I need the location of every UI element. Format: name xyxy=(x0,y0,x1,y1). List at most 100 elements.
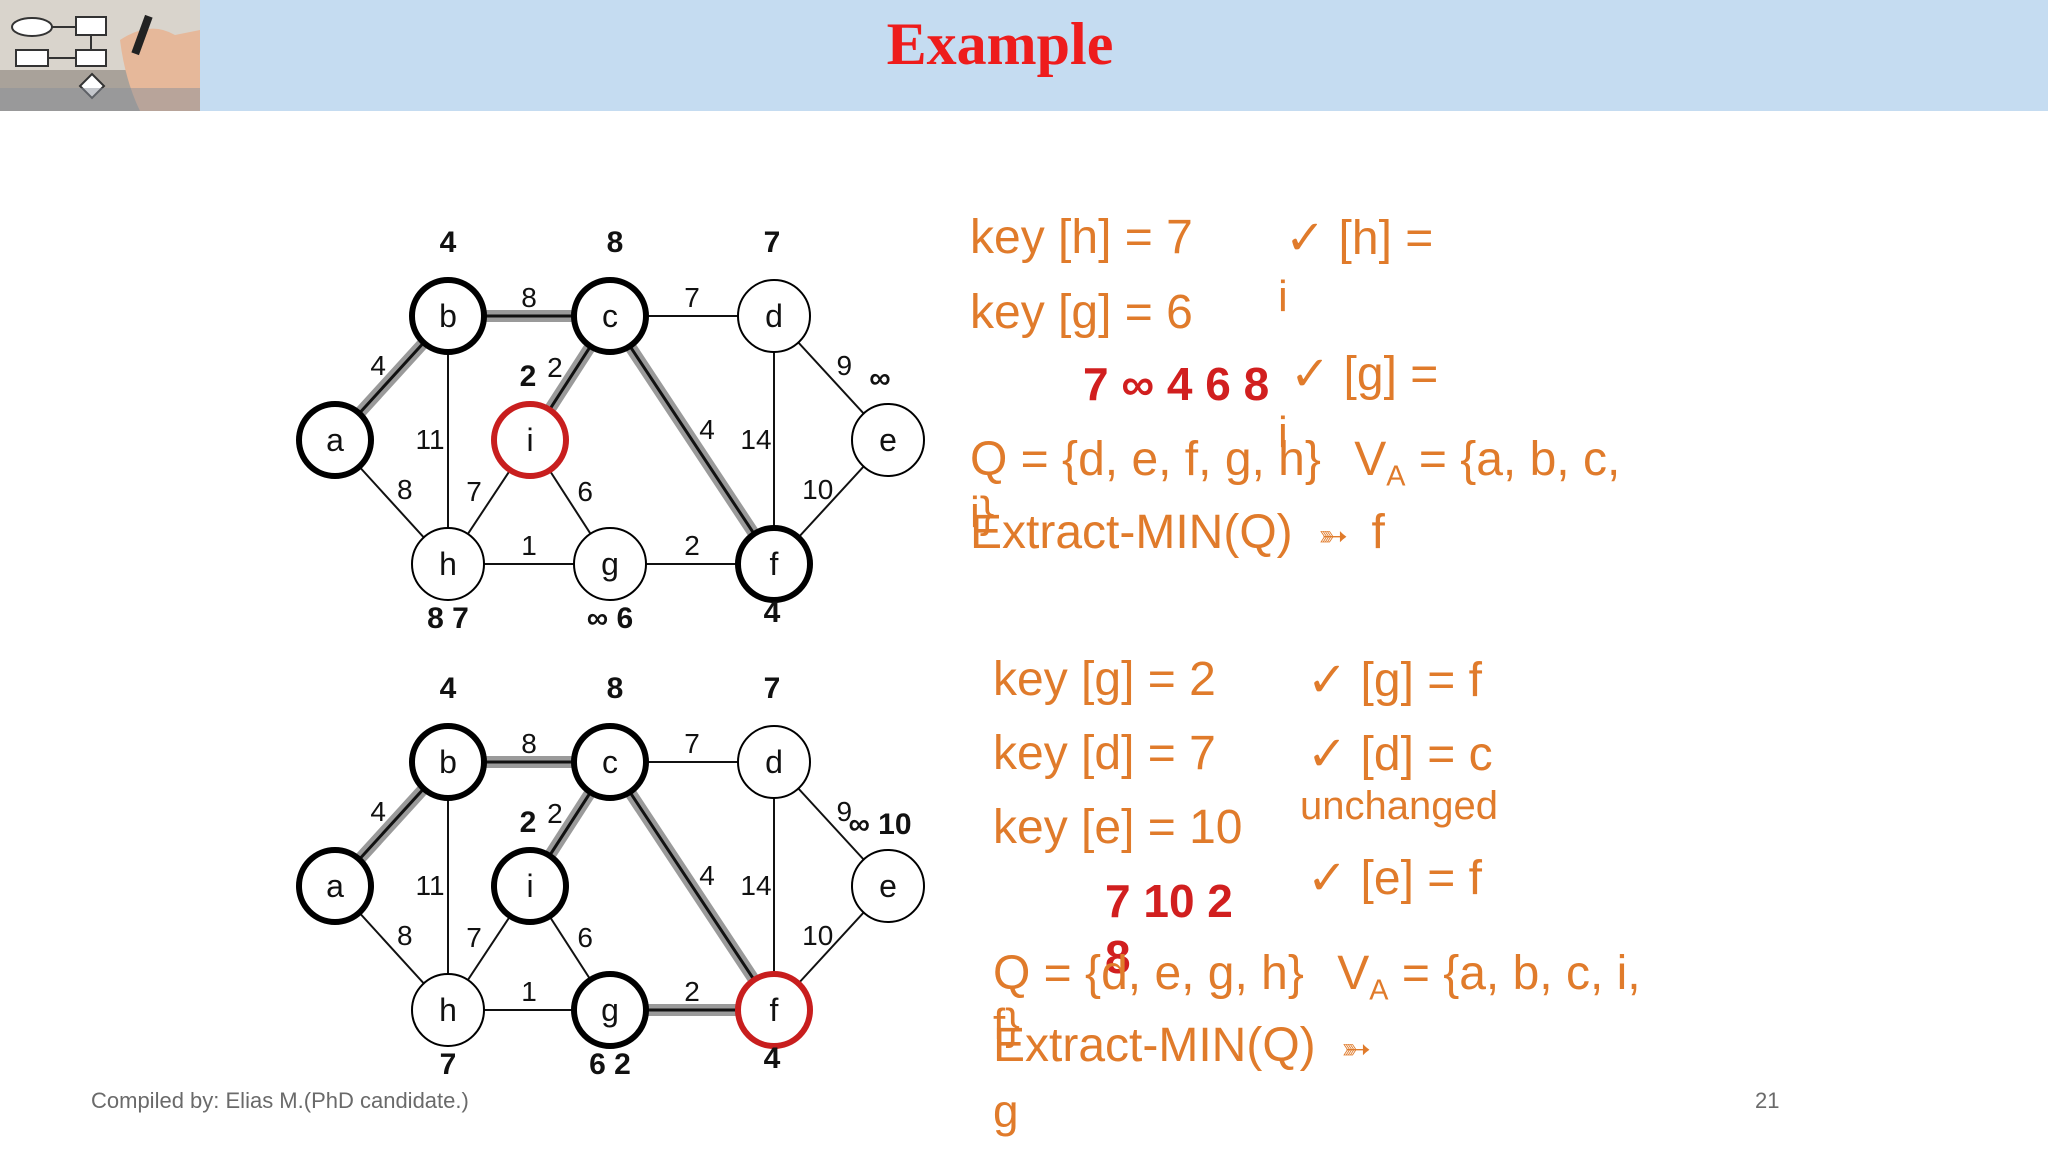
node-d: d7 xyxy=(738,672,810,798)
node-key: ∞ 10 xyxy=(848,808,911,841)
node-key: 8 xyxy=(607,672,624,705)
node-key: ∞ 6 xyxy=(587,602,633,635)
edge-weight: 8 xyxy=(521,282,537,313)
node-c: c8 xyxy=(574,226,646,352)
edge-weight: 4 xyxy=(699,414,715,445)
node-label: g xyxy=(601,992,619,1028)
step2-key-g: key [g] = 2 xyxy=(993,652,1216,707)
node-b: b4 xyxy=(412,226,484,352)
edge-weight: 7 xyxy=(684,728,700,759)
step2-extract-result: g xyxy=(993,1084,1019,1138)
edge-weight: 4 xyxy=(370,796,386,827)
node-g: g 6 2 xyxy=(574,974,646,1081)
step1-extract-label: Extract-MIN(Q) xyxy=(970,506,1293,559)
edge-weight: 2 xyxy=(684,530,700,561)
node-key: 2 xyxy=(520,806,537,839)
node-f: f4 xyxy=(738,528,810,629)
node-label: h xyxy=(439,546,457,582)
node-key: 8 7 xyxy=(427,602,469,635)
edge-weight: 7 xyxy=(684,282,700,313)
node-key: 4 xyxy=(764,596,781,629)
edge-weight: 10 xyxy=(802,474,833,505)
node-label: e xyxy=(879,422,897,458)
nodes-layer: ab4c8d7e∞i2h8 7g∞ 6f4 xyxy=(299,226,924,635)
node-label: c xyxy=(602,298,618,334)
edge-weight: 10 xyxy=(802,920,833,951)
edge-weight: 14 xyxy=(740,870,771,901)
step2-queue-text: Q = {d, e, g, h} xyxy=(993,947,1304,1000)
slide-title: Example xyxy=(0,10,2000,79)
node-key: ∞ xyxy=(869,362,890,395)
slide-header: Example xyxy=(0,0,2048,111)
node-label: a xyxy=(326,868,344,904)
node-label: f xyxy=(770,992,779,1028)
edge-weight: 1 xyxy=(521,530,537,561)
node-d: d7 xyxy=(738,226,810,352)
node-h: h7 xyxy=(412,974,484,1081)
edge-weight: 11 xyxy=(415,424,444,455)
edge-weight: 6 xyxy=(577,476,593,507)
node-key: 4 xyxy=(440,226,457,259)
step2-va-set: = {a, b, c, i, xyxy=(1388,947,1640,1000)
footer-credit: Compiled by: Elias M.(PhD candidate.) xyxy=(91,1088,469,1114)
edge-weight: 14 xyxy=(740,424,771,455)
edge-weight: 2 xyxy=(547,798,563,829)
step1-key-values: 7 ∞ 4 6 8 xyxy=(1083,357,1269,411)
step1-parent-h: ✓ [h] = xyxy=(1285,210,1433,266)
node-label: a xyxy=(326,422,344,458)
node-g: g ∞ 6 xyxy=(574,528,646,635)
step1-extract-result: f xyxy=(1372,506,1385,559)
node-label: f xyxy=(770,546,779,582)
edge-weight: 11 xyxy=(415,870,444,901)
step2-extract-label: Extract-MIN(Q) xyxy=(993,1019,1316,1072)
edge-weight: 2 xyxy=(684,976,700,1007)
step2-va-label: V xyxy=(1337,947,1369,1000)
step1-queue-text: Q = {d, e, f, g, h} xyxy=(970,433,1321,486)
node-label: d xyxy=(765,298,783,334)
node-label: g xyxy=(601,546,619,582)
node-f: f4 xyxy=(738,974,810,1075)
step2-key-d: key [d] = 7 xyxy=(993,726,1216,781)
slide-number: 21 xyxy=(1755,1088,1779,1114)
edge-weight: 8 xyxy=(521,728,537,759)
step1-extract: Extract-MIN(Q) ➳ f xyxy=(970,505,1385,560)
step1-va-label: V xyxy=(1354,433,1386,486)
node-label: b xyxy=(439,744,457,780)
node-e: e∞ xyxy=(852,362,924,476)
edge-weight: 4 xyxy=(370,350,386,381)
step1-va-sub: A xyxy=(1386,461,1405,493)
node-label: e xyxy=(879,868,897,904)
step1-queue: Q = {d, e, f, g, h} VA = {a, b, c, xyxy=(970,432,1620,494)
node-h: h 8 7 xyxy=(412,528,484,635)
node-b: b4 xyxy=(412,672,484,798)
node-a: a xyxy=(299,404,371,476)
node-label: i xyxy=(526,868,533,904)
node-key: 6 2 xyxy=(589,1048,631,1081)
step2-parent-g: ✓ [g] = f xyxy=(1307,652,1482,708)
node-a: a xyxy=(299,850,371,922)
edge-weight: 4 xyxy=(699,860,715,891)
node-key: 8 xyxy=(607,226,624,259)
node-key: 7 xyxy=(764,226,781,259)
step2-extract: Extract-MIN(Q) ➳ xyxy=(993,1018,1371,1073)
node-e: e ∞ 10 xyxy=(848,808,924,922)
step2-key-values: 7 10 2 xyxy=(1105,874,1233,928)
node-key: 4 xyxy=(764,1042,781,1075)
step2-unchanged: unchanged xyxy=(1300,784,1498,829)
edge-weight: 1 xyxy=(521,976,537,1007)
node-label: c xyxy=(602,744,618,780)
step1-key-g: key [g] = 6 xyxy=(970,285,1193,340)
node-label: i xyxy=(526,422,533,458)
step2-key-e: key [e] = 10 xyxy=(993,800,1243,855)
step2-parent-d: ✓ [d] = c xyxy=(1307,726,1493,782)
step2-va-sub: A xyxy=(1369,975,1388,1007)
edge-weight: 8 xyxy=(397,920,413,951)
node-key: 7 xyxy=(440,1048,457,1081)
step1-parent-h-value: i xyxy=(1278,272,1288,322)
step1-parent-g: ✓ [g] = xyxy=(1290,346,1438,402)
edge-weight: 6 xyxy=(577,922,593,953)
arrow-icon: ➳ xyxy=(1318,515,1348,556)
edge-weight: 8 xyxy=(397,474,413,505)
